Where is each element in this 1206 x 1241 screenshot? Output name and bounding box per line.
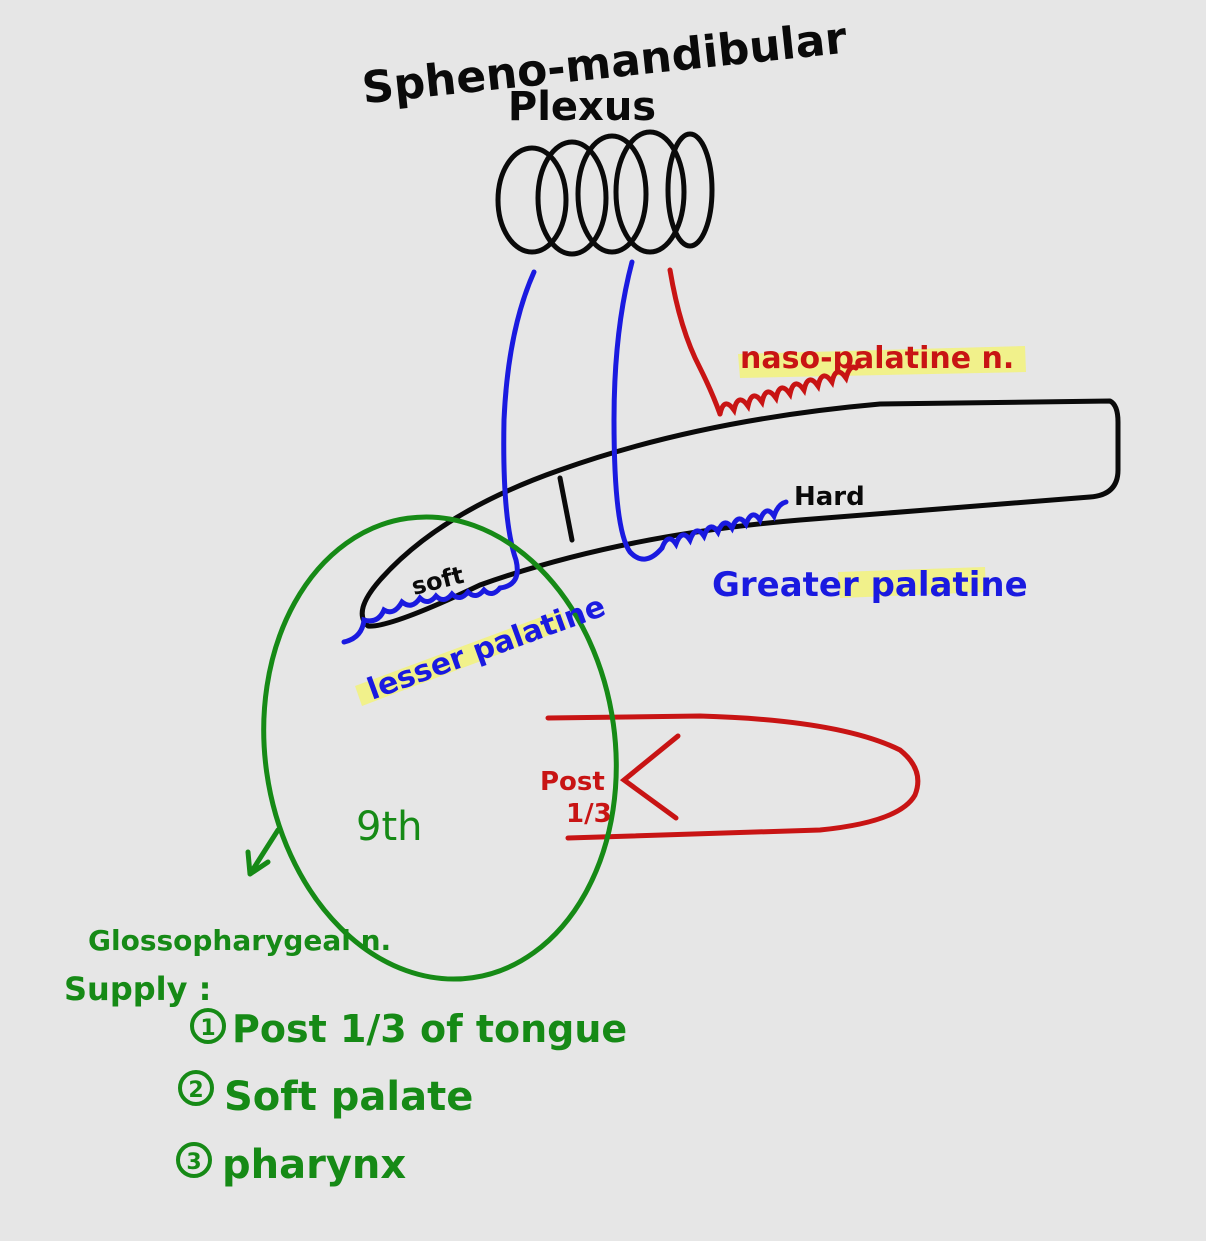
greater-palatine-coil: [659, 499, 789, 551]
post-label: Post: [540, 767, 605, 797]
supply-item-3: pharynx: [222, 1142, 406, 1188]
greater-palatine-label: Greater palatine: [712, 565, 1028, 605]
ninth-nerve-label: 9th: [356, 804, 422, 850]
highlights: [355, 346, 1026, 706]
supply-item-1: Post 1/3 of tongue: [232, 1007, 627, 1051]
lesser-palatine-coil: [341, 585, 503, 645]
highlight-lesser-palatine: [355, 610, 568, 706]
nasopalatine-nerve: [667, 267, 859, 417]
tongue-v-mark: [619, 733, 681, 821]
plexus-coils: [495, 129, 715, 257]
supply-item-2-number: 2: [188, 1078, 203, 1103]
glossopharyngeal-region: [245, 514, 619, 982]
labels: Spheno-mandibular Plexus naso-palatine n…: [64, 13, 1028, 1188]
hard-soft-divider: [557, 475, 575, 543]
one-third-label: 1/3: [566, 799, 612, 829]
highlight-nasopalatine: [738, 346, 1026, 378]
tongue: [545, 713, 921, 841]
supply-item-3-number: 3: [186, 1150, 201, 1175]
arrow-down-left-icon: [245, 827, 281, 877]
supply-heading: Supply :: [64, 970, 211, 1008]
lesser-palatine-nerve: [497, 269, 537, 591]
supply-item-2: Soft palate: [224, 1074, 473, 1120]
supply-item-1-number: 1: [200, 1016, 215, 1041]
supply-item-1-number-badge: [190, 1008, 226, 1044]
greater-palatine-nerve: [611, 259, 665, 562]
glossopharyngeal-label: Glossopharygeal n.: [88, 924, 391, 957]
supply-item-2-number-badge: [178, 1070, 214, 1106]
hard-label: Hard: [794, 482, 865, 512]
nasopalatine-label: naso-palatine n.: [740, 341, 1014, 376]
palatine-nerves: [341, 259, 789, 645]
highlight-greater-palatine: [838, 567, 986, 598]
supply-item-3-number-badge: [176, 1142, 212, 1178]
title-line2: Plexus: [508, 84, 656, 130]
